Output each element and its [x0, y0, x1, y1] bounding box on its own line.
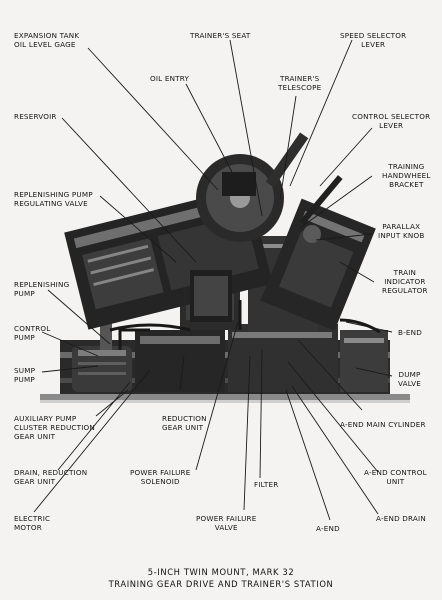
label-line: LEVER: [361, 40, 386, 49]
label-line: INDICATOR: [384, 277, 426, 286]
label-line: LEVER: [379, 121, 404, 130]
label-electric-motor: ELECTRIC MOTOR: [14, 514, 50, 532]
label-line: DRAIN, REDUCTION: [14, 468, 88, 477]
label-line: CONTROL SELECTOR: [352, 112, 431, 121]
label-line: VALVE: [214, 523, 238, 532]
label-line: POWER FAILURE: [196, 514, 257, 523]
piping: [109, 300, 381, 350]
label-line: SUMP: [14, 366, 36, 375]
label-training-handwheel: TRAINING HANDWHEEL BRACKET: [382, 162, 431, 189]
label-line: B-END: [398, 328, 422, 337]
label-line: INPUT KNOB: [378, 231, 425, 240]
label-line: TELESCOPE: [278, 83, 322, 92]
telescope-and-levers: [265, 132, 343, 243]
label-line: GEAR UNIT: [14, 432, 56, 441]
label-a-end-control: A-END CONTROL UNIT: [364, 468, 427, 486]
label-line: A-END MAIN CYLINDER: [340, 420, 426, 429]
label-line: POWER FAILURE: [130, 468, 191, 477]
label-a-end: A-END: [316, 524, 340, 533]
label-line: SOLENOID: [140, 477, 180, 486]
handwheel-bracket: [260, 198, 376, 331]
label-line: FILTER: [254, 480, 279, 489]
label-line: REGULATOR: [382, 286, 428, 295]
label-line: TRAINER'S SEAT: [190, 31, 251, 40]
caption-line-2: TRAINING GEAR DRIVE AND TRAINER'S STATIO…: [108, 579, 334, 589]
label-train-indicator: TRAIN INDICATOR REGULATOR: [382, 268, 428, 295]
label-speed-selector: SPEED SELECTOR LEVER: [340, 31, 406, 49]
label-line: VALVE: [398, 379, 422, 388]
label-replenishing-valve: REPLENISHING PUMP REGULATING VALVE: [14, 190, 93, 208]
label-line: PUMP: [14, 375, 35, 384]
label-line: GEAR UNIT: [162, 423, 204, 432]
label-reservoir: RESERVOIR: [14, 112, 57, 121]
label-filter: FILTER: [254, 480, 278, 489]
label-line: PUMP: [14, 289, 35, 298]
label-line: SPEED SELECTOR: [340, 31, 407, 40]
label-line: UNIT: [386, 477, 405, 486]
label-trainers-telescope: TRAINER'S TELESCOPE: [278, 74, 321, 92]
label-line: TRAIN: [393, 268, 417, 277]
label-line: EXPANSION TANK: [14, 31, 80, 40]
label-parallax-knob: PARALLAX INPUT KNOB: [378, 222, 424, 240]
label-control-pump: CONTROL PUMP: [14, 324, 51, 342]
label-line: REDUCTION: [162, 414, 207, 423]
electric-motor-body: [72, 346, 132, 392]
label-trainers-seat: TRAINER'S SEAT: [190, 31, 251, 40]
label-line: A-END CONTROL: [364, 468, 427, 477]
label-line: REPLENISHING PUMP: [14, 190, 93, 199]
label-line: CONTROL: [14, 324, 51, 333]
label-line: A-END DRAIN: [376, 514, 426, 523]
caption-line-1: 5-INCH TWIN MOUNT, MARK 32: [147, 567, 295, 577]
trainer-gear-wheel: [196, 154, 284, 242]
label-auxiliary-pump: AUXILIARY PUMP CLUSTER REDUCTION GEAR UN…: [14, 414, 95, 441]
label-line: PUMP: [14, 333, 35, 342]
label-sump-pump: SUMP PUMP: [14, 366, 35, 384]
label-a-end-main-cylinder: A-END MAIN CYLINDER: [340, 420, 426, 429]
label-dump-valve: DUMP VALVE: [398, 370, 421, 388]
label-line: REPLENISHING: [14, 280, 70, 289]
label-a-end-drain: A-END DRAIN: [376, 514, 426, 523]
label-line: MOTOR: [14, 523, 42, 532]
label-line: OIL LEVEL GAGE: [14, 40, 76, 49]
label-power-failure-solenoid: POWER FAILURE SOLENOID: [130, 468, 190, 486]
label-line: TRAINING: [388, 162, 425, 171]
label-line: GEAR UNIT: [14, 477, 56, 486]
label-line: AUXILIARY PUMP: [14, 414, 77, 423]
label-line: OIL ENTRY: [150, 74, 190, 83]
label-control-selector: CONTROL SELECTOR LEVER: [352, 112, 430, 130]
label-expansion-tank: EXPANSION TANK OIL LEVEL GAGE: [14, 31, 79, 49]
reservoir-box: [190, 270, 232, 322]
label-oil-entry: OIL ENTRY: [150, 74, 189, 83]
label-power-failure-valve: POWER FAILURE VALVE: [196, 514, 256, 532]
label-line: ELECTRIC: [14, 514, 51, 523]
label-line: BRACKET: [389, 180, 424, 189]
label-line: PARALLAX: [382, 222, 421, 231]
label-line: DUMP: [398, 370, 421, 379]
figure-caption: 5-INCH TWIN MOUNT, MARK 32 TRAINING GEAR…: [0, 566, 442, 590]
label-drain-reduction: DRAIN, REDUCTION GEAR UNIT: [14, 468, 87, 486]
label-line: CLUSTER REDUCTION: [14, 423, 95, 432]
leader-lines: [33, 39, 393, 521]
label-line: A-END: [316, 524, 340, 533]
label-line: RESERVOIR: [14, 112, 57, 121]
label-replenishing-pump: REPLENISHING PUMP: [14, 280, 69, 298]
label-line: HANDWHEEL: [382, 171, 431, 180]
label-reduction-gear: REDUCTION GEAR UNIT: [162, 414, 207, 432]
label-line: TRAINER'S: [280, 74, 320, 83]
gear-housing: [135, 324, 388, 392]
label-line: REGULATING VALVE: [14, 199, 88, 208]
label-b-end: B-END: [398, 328, 422, 337]
